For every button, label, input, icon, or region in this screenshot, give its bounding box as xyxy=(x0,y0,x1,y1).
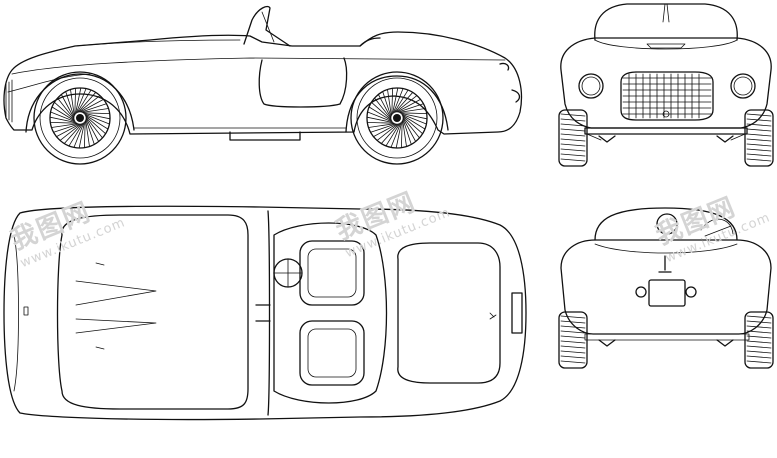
rear-plate xyxy=(649,280,685,306)
rear-view xyxy=(555,200,777,375)
side-door xyxy=(259,58,346,107)
side-rear-wheel xyxy=(351,72,443,164)
side-body-outline xyxy=(4,32,521,134)
top-hood-panel xyxy=(58,215,249,409)
top-body-outline xyxy=(4,206,526,419)
front-view xyxy=(555,0,777,175)
side-front-wheel xyxy=(34,72,126,164)
side-view xyxy=(0,0,530,175)
rear-body-outline xyxy=(561,240,771,334)
top-trunk-panel xyxy=(398,243,500,383)
top-cockpit xyxy=(274,223,387,403)
top-view xyxy=(0,195,530,430)
front-body-outline xyxy=(561,38,771,128)
front-grille xyxy=(621,72,713,120)
